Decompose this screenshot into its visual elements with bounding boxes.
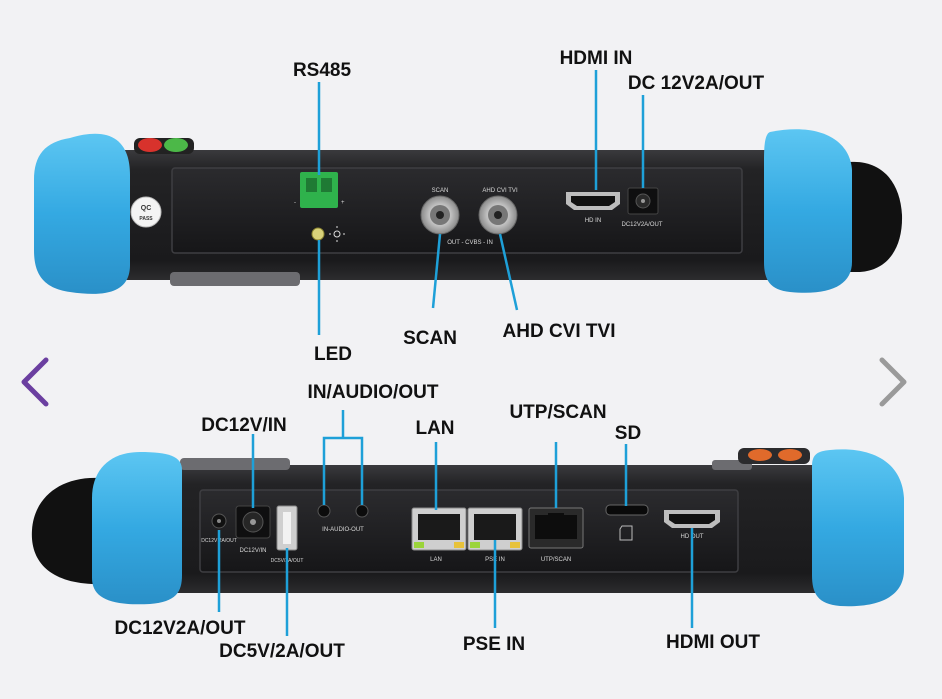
green-button	[164, 138, 188, 152]
pse-in-port	[467, 507, 523, 551]
label-lan: LAN	[415, 418, 454, 439]
dc-out-jack	[627, 187, 659, 215]
svg-text:+: +	[341, 200, 345, 206]
dc12v-in-jack	[235, 505, 271, 539]
hdmi-in-port	[566, 192, 620, 210]
lan-port	[411, 507, 467, 551]
utp-scan-port	[528, 507, 584, 549]
printed-hd-in: HD IN	[585, 218, 601, 224]
printed-utp: UTP/SCAN	[541, 557, 571, 563]
bottom-left-bumper	[92, 452, 182, 605]
dc12v2a-out-jack	[211, 513, 227, 529]
top-left-bumper	[34, 133, 130, 294]
svg-text:-: -	[294, 200, 296, 206]
label-dc-12v2a-out: DC 12V2A/OUT	[628, 73, 765, 94]
printed-cvbs: OUT - CVBS - IN	[447, 240, 493, 246]
orange-button-2	[778, 449, 802, 461]
label-pse-in: PSE IN	[463, 634, 525, 655]
top-leader-lines	[317, 70, 645, 335]
label-led: LED	[314, 344, 352, 365]
printed-scan: SCAN	[432, 188, 449, 194]
previous-image-button[interactable]	[16, 352, 56, 412]
label-dc5v-2a-out: DC5V/2A/OUT	[219, 641, 345, 662]
bottom-leader-lines	[217, 410, 694, 636]
label-dc12v2a-out: DC12V2A/OUT	[115, 618, 246, 639]
pass-text: PASS	[139, 216, 153, 222]
qc-text: QC	[141, 205, 152, 212]
printed-ahd: AHD CVI TVI	[482, 188, 518, 194]
next-image-button[interactable]	[872, 352, 912, 412]
label-in-audio-out: IN/AUDIO/OUT	[308, 382, 439, 403]
printed-audio: IN-AUDIO-OUT	[322, 527, 364, 533]
audio-in-jack	[317, 504, 331, 518]
top-right-bumper	[764, 129, 852, 293]
label-hdmi-out: HDMI OUT	[666, 632, 760, 653]
chevron-right-icon	[879, 357, 907, 407]
label-hdmi-in: HDMI IN	[560, 48, 633, 69]
bnc-scan-connector	[420, 195, 460, 235]
printed-dc-out: DC12V2A/OUT	[621, 222, 662, 228]
top-bottom-strip	[170, 272, 300, 286]
orange-button-1	[748, 449, 772, 461]
rs485-terminal: - +	[294, 172, 345, 208]
bnc-ahd-connector	[478, 195, 518, 235]
bottom-strap	[31, 477, 105, 584]
usb-port	[276, 505, 298, 551]
label-utp-scan: UTP/SCAN	[509, 402, 606, 423]
chevron-left-icon	[21, 357, 49, 407]
top-strap	[850, 161, 903, 272]
qc-pass-sticker: QC PASS	[130, 196, 162, 228]
printed-dc-in: DC12V/IN	[239, 548, 266, 554]
led-indicator	[311, 227, 325, 241]
sd-card-icon	[619, 525, 633, 541]
sd-card-slot	[605, 504, 649, 516]
audio-out-jack	[355, 504, 369, 518]
label-sd: SD	[615, 423, 641, 444]
label-scan: SCAN	[403, 328, 457, 349]
label-dc12v-in: DC12V/IN	[201, 415, 287, 436]
red-button	[138, 138, 162, 152]
label-rs485: RS485	[293, 60, 352, 81]
sun-icon	[329, 226, 345, 242]
top-device: QC PASS - + SCAN	[34, 129, 903, 294]
bottom-right-bumper	[812, 449, 904, 607]
bottom-device: DC12V 2A/OUT DC12V/IN DC5V/2A/OUT IN-AUD…	[31, 448, 904, 607]
label-ahd-cvi-tvi: AHD CVI TVI	[503, 321, 616, 342]
hdmi-out-port	[664, 510, 720, 528]
printed-lan: LAN	[430, 557, 442, 563]
bottom-top-strip	[180, 458, 290, 470]
